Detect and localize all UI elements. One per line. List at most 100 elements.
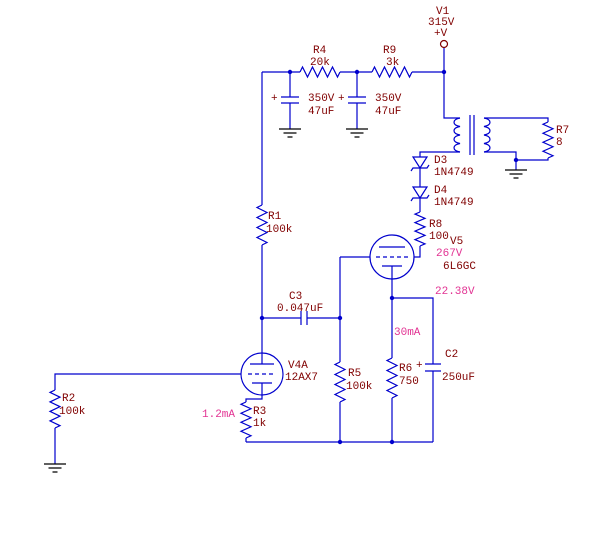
wire-segment bbox=[516, 158, 549, 161]
junction-dot bbox=[337, 315, 343, 321]
capacitor-symbol bbox=[300, 311, 308, 325]
resistor-symbol bbox=[299, 65, 341, 79]
resistor-r4[interactable]: R4 20k bbox=[299, 45, 341, 79]
capacitor-filter-1[interactable]: + 350V 47uF bbox=[271, 93, 335, 118]
r3-name-label: R3 bbox=[253, 406, 266, 418]
tube-v4a[interactable]: V4A 12AX7 bbox=[240, 352, 318, 396]
output-transformer[interactable] bbox=[453, 115, 491, 155]
wire-segment bbox=[484, 151, 517, 170]
wire-segment bbox=[414, 246, 421, 258]
r2-name-label: R2 bbox=[62, 393, 75, 405]
cathode-bar bbox=[382, 265, 402, 279]
v5-value-label: 6L6GC bbox=[443, 261, 476, 273]
r7-name-label: R7 bbox=[556, 125, 569, 137]
zener-bar bbox=[410, 194, 430, 202]
c2-name-label: C2 bbox=[445, 349, 458, 361]
wires bbox=[54, 47, 549, 464]
junction-dot bbox=[287, 69, 293, 75]
wire-segment bbox=[484, 117, 549, 122]
r7-value-label: 8 bbox=[556, 137, 563, 149]
resistor-r9[interactable]: R9 3k bbox=[371, 45, 413, 79]
r2-value-label: 100k bbox=[59, 406, 86, 418]
v1-terminal-label: +V bbox=[434, 28, 448, 40]
r9-name-label: R9 bbox=[383, 45, 396, 57]
resistor-symbol bbox=[333, 361, 347, 403]
polarity-plus-icon: + bbox=[271, 93, 278, 105]
v5-plate-voltage-annotation: 267V bbox=[436, 248, 463, 260]
resistor-r8[interactable]: R8 100 bbox=[413, 211, 449, 247]
junction-dot bbox=[259, 315, 265, 321]
junction-dot bbox=[441, 69, 447, 75]
ground-icon bbox=[505, 169, 527, 179]
resistor-r1[interactable]: R1 100k bbox=[255, 204, 293, 246]
resistor-symbol bbox=[413, 211, 427, 247]
v5-name-label: V5 bbox=[450, 236, 463, 248]
v1-name-label: V1 bbox=[436, 6, 450, 18]
r5-name-label: R5 bbox=[348, 368, 361, 380]
r4-name-label: R4 bbox=[313, 45, 327, 57]
capacitor-symbol bbox=[281, 96, 299, 104]
d3-name-label: D3 bbox=[434, 155, 447, 167]
r3-current-annotation: 1.2mA bbox=[202, 409, 235, 421]
core-lines bbox=[469, 115, 475, 155]
r1-value-label: 100k bbox=[266, 224, 293, 236]
ground-symbols bbox=[44, 128, 527, 473]
wire-segment bbox=[443, 72, 460, 119]
r6-name-label: R6 bbox=[399, 363, 412, 375]
cap2-value-label: 47uF bbox=[375, 106, 401, 118]
r6-value-label: 750 bbox=[399, 376, 419, 388]
ground-icon bbox=[44, 463, 66, 473]
r8-value-label: 100 bbox=[429, 231, 449, 243]
cap1-rating-label: 350V bbox=[308, 93, 335, 105]
zener-bar bbox=[410, 164, 430, 172]
wire-segment bbox=[392, 297, 434, 364]
cap1-value-label: 47uF bbox=[308, 106, 334, 118]
supply-terminal-v1[interactable]: V1 315V +V bbox=[428, 6, 455, 49]
tube-v5[interactable]: V5 267V 6L6GC 22.38V bbox=[369, 234, 476, 298]
resistor-r5[interactable]: R5 100k bbox=[333, 361, 373, 403]
resistor-r6[interactable]: R6 750 30mA bbox=[385, 327, 421, 399]
cap2-rating-label: 350V bbox=[375, 93, 402, 105]
resistor-r7[interactable]: R7 8 bbox=[541, 121, 569, 159]
capacitor-symbol bbox=[348, 96, 366, 104]
r1-name-label: R1 bbox=[268, 211, 282, 223]
capacitor-c2[interactable]: + C2 250uF bbox=[416, 349, 475, 384]
diode-symbol bbox=[411, 186, 429, 200]
capacitor-filter-2[interactable]: + 350V 47uF bbox=[338, 93, 402, 118]
wire-segment bbox=[54, 373, 241, 390]
resistor-r2[interactable]: R2 100k bbox=[48, 389, 86, 429]
r9-value-label: 3k bbox=[386, 57, 400, 69]
resistor-symbol bbox=[239, 401, 253, 439]
d3-value-label: 1N4749 bbox=[434, 167, 474, 179]
zener-diode-d3[interactable]: D3 1N4749 bbox=[410, 155, 474, 179]
d4-value-label: 1N4749 bbox=[434, 197, 474, 209]
c3-value-label: 0.047uF bbox=[277, 303, 323, 315]
c3-name-label: C3 bbox=[289, 291, 302, 303]
junction-dots bbox=[259, 69, 519, 445]
capacitor-symbol bbox=[425, 363, 441, 372]
tube-envelope bbox=[240, 352, 284, 396]
junction-dot bbox=[389, 295, 395, 301]
resistor-r3[interactable]: R3 1k 1.2mA bbox=[202, 401, 267, 439]
resistor-symbol bbox=[541, 121, 555, 159]
v1-voltage-label: 315V bbox=[428, 17, 455, 29]
zener-diode-d4[interactable]: D4 1N4749 bbox=[410, 185, 474, 209]
v4a-value-label: 12AX7 bbox=[285, 372, 318, 384]
capacitor-c3[interactable]: C3 0.047uF bbox=[277, 291, 323, 325]
diode-symbol bbox=[411, 156, 429, 170]
v5-cathode-voltage-annotation: 22.38V bbox=[435, 286, 475, 298]
polarity-plus-icon: + bbox=[416, 360, 423, 372]
c2-value-label: 250uF bbox=[442, 372, 475, 384]
junction-dot bbox=[389, 439, 395, 445]
resistor-symbol bbox=[385, 357, 399, 399]
wire-segment bbox=[419, 151, 460, 157]
wire-segment bbox=[245, 383, 263, 402]
polarity-plus-icon: + bbox=[338, 93, 345, 105]
primary-winding bbox=[453, 117, 461, 153]
terminal-node-icon bbox=[439, 39, 449, 49]
resistor-symbol bbox=[48, 389, 62, 429]
d4-name-label: D4 bbox=[434, 185, 448, 197]
r4-value-label: 20k bbox=[310, 57, 330, 69]
junction-dot bbox=[354, 69, 360, 75]
